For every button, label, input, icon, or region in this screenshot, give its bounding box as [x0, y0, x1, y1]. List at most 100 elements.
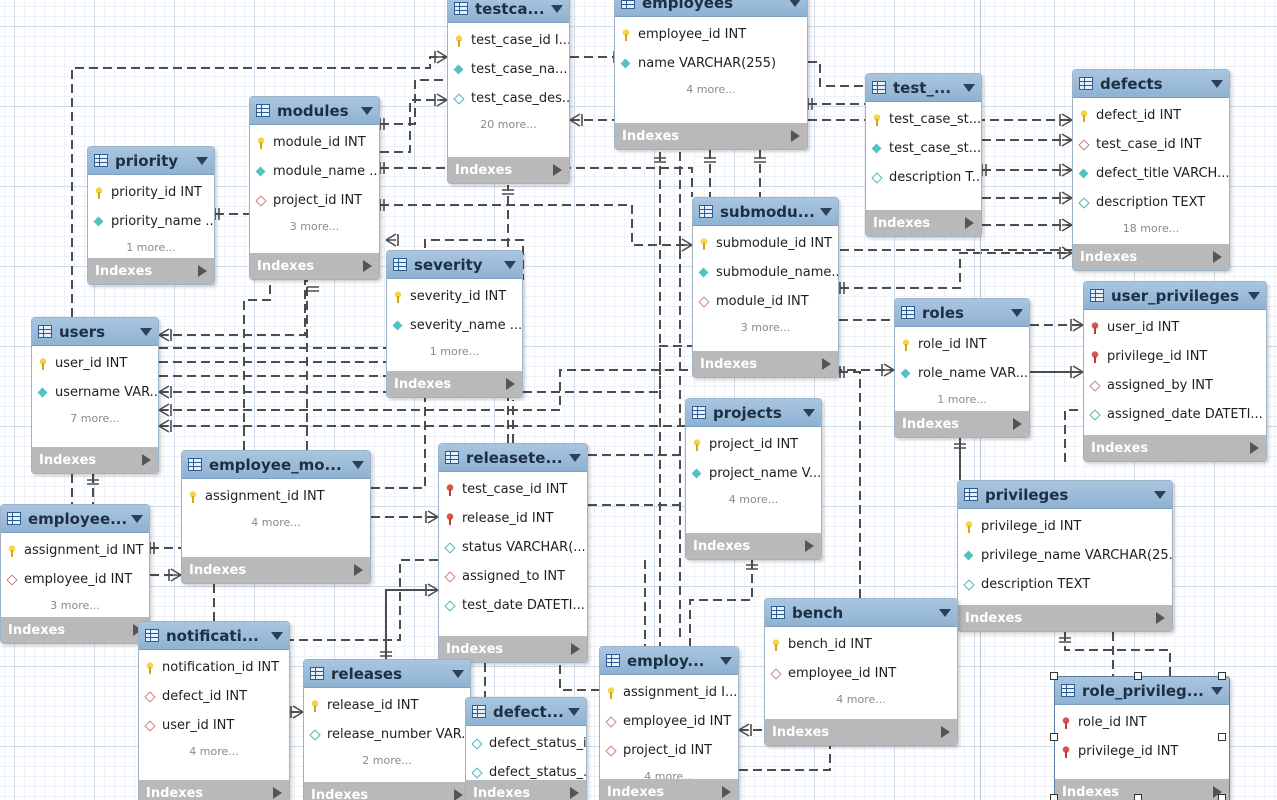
expand-indexes-icon[interactable]: [1213, 251, 1222, 263]
column-row[interactable]: description TEXT: [958, 570, 1172, 599]
column-row[interactable]: user_id INT: [32, 349, 158, 378]
indexes-section[interactable]: Indexes: [693, 351, 838, 377]
indexes-section[interactable]: Indexes: [387, 371, 522, 397]
collapse-caret-icon[interactable]: [963, 83, 975, 92]
collapse-caret-icon[interactable]: [131, 514, 143, 523]
expand-indexes-icon[interactable]: [198, 265, 207, 277]
column-row[interactable]: submodule_id INT: [693, 229, 838, 258]
expand-indexes-icon[interactable]: [570, 787, 579, 799]
table-header[interactable]: priority: [88, 147, 214, 175]
table-header[interactable]: test_...: [866, 74, 981, 102]
collapse-caret-icon[interactable]: [1248, 291, 1260, 300]
table-testcases[interactable]: testca...test_case_id I...test_case_na..…: [447, 0, 570, 184]
column-row[interactable]: employee_id INT: [615, 20, 807, 49]
table-header[interactable]: releases: [304, 660, 470, 688]
expand-indexes-icon[interactable]: [571, 643, 580, 655]
selection-handle[interactable]: [1218, 672, 1226, 680]
more-columns-link[interactable]: 2 more...: [362, 754, 412, 767]
table-header[interactable]: submodu...: [693, 198, 838, 226]
expand-indexes-icon[interactable]: [363, 260, 372, 272]
column-row[interactable]: status VARCHAR(...: [439, 533, 587, 562]
column-row[interactable]: assigned_by INT: [1084, 371, 1266, 400]
column-row[interactable]: test_case_id I...: [448, 26, 569, 55]
expand-indexes-icon[interactable]: [1250, 442, 1259, 454]
collapse-caret-icon[interactable]: [452, 669, 464, 678]
expand-indexes-icon[interactable]: [941, 726, 950, 738]
indexes-section[interactable]: Indexes: [182, 557, 370, 583]
more-columns-link[interactable]: 4 more...: [836, 693, 886, 706]
column-row[interactable]: employee_id INT: [1, 565, 149, 594]
column-row[interactable]: role_id INT: [1055, 708, 1229, 737]
column-row[interactable]: privilege_name VARCHAR(25...: [958, 541, 1172, 570]
table-header[interactable]: releasete...: [439, 444, 587, 472]
column-row[interactable]: bench_id INT: [765, 630, 957, 659]
column-row[interactable]: release_id INT: [439, 504, 587, 533]
expand-indexes-icon[interactable]: [273, 787, 282, 799]
column-row[interactable]: employee_id INT: [600, 707, 738, 736]
selection-handle[interactable]: [1134, 794, 1142, 800]
column-row[interactable]: defect_status_...: [466, 758, 586, 787]
collapse-caret-icon[interactable]: [361, 106, 373, 115]
expand-indexes-icon[interactable]: [354, 564, 363, 576]
collapse-caret-icon[interactable]: [1211, 686, 1223, 695]
expand-indexes-icon[interactable]: [506, 378, 515, 390]
expand-indexes-icon[interactable]: [791, 130, 800, 142]
more-columns-link[interactable]: 1 more...: [126, 241, 176, 254]
column-row[interactable]: privilege_id INT: [958, 512, 1172, 541]
column-row[interactable]: privilege_id INT: [1055, 737, 1229, 766]
indexes-section[interactable]: Indexes: [866, 210, 981, 236]
indexes-section[interactable]: Indexes: [686, 533, 821, 559]
table-header[interactable]: projects: [686, 399, 821, 427]
collapse-caret-icon[interactable]: [568, 707, 580, 716]
column-row[interactable]: release_number VAR...: [304, 720, 470, 749]
more-columns-link[interactable]: 1 more...: [429, 345, 480, 358]
indexes-section[interactable]: Indexes: [250, 253, 379, 279]
collapse-caret-icon[interactable]: [803, 408, 815, 417]
table-header[interactable]: defect...: [466, 698, 586, 726]
table-header[interactable]: employee...: [1, 505, 149, 533]
more-columns-link[interactable]: 4 more...: [728, 493, 779, 506]
column-row[interactable]: assignment_id INT: [182, 482, 370, 511]
indexes-section[interactable]: Indexes: [304, 782, 470, 800]
selection-handle[interactable]: [1218, 733, 1226, 741]
table-header[interactable]: employee_mo...: [182, 451, 370, 479]
indexes-section[interactable]: Indexes: [958, 605, 1172, 631]
collapse-caret-icon[interactable]: [352, 460, 364, 469]
selection-handle[interactable]: [1050, 672, 1058, 680]
column-row[interactable]: test_case_des...: [448, 84, 569, 113]
collapse-caret-icon[interactable]: [569, 453, 581, 462]
indexes-section[interactable]: Indexes: [1073, 244, 1229, 270]
column-row[interactable]: project_id INT: [686, 430, 821, 459]
indexes-section[interactable]: Indexes: [615, 123, 807, 149]
more-columns-link[interactable]: 3 more...: [289, 220, 340, 233]
expand-indexes-icon[interactable]: [722, 786, 731, 798]
column-row[interactable]: assignment_id I...: [600, 678, 738, 707]
collapse-caret-icon[interactable]: [789, 0, 801, 7]
collapse-caret-icon[interactable]: [196, 156, 208, 165]
selection-handle[interactable]: [1134, 672, 1142, 680]
column-row[interactable]: notification_id INT: [139, 653, 289, 682]
indexes-section[interactable]: Indexes: [1084, 435, 1266, 461]
expand-indexes-icon[interactable]: [1213, 786, 1222, 798]
column-row[interactable]: assigned_to INT: [439, 562, 587, 591]
column-row[interactable]: project_id INT: [600, 736, 738, 765]
indexes-section[interactable]: Indexes: [466, 780, 586, 800]
indexes-section[interactable]: Indexes: [88, 258, 214, 284]
column-row[interactable]: module_name ...: [250, 157, 379, 186]
table-header[interactable]: users: [32, 318, 158, 346]
table-header[interactable]: roles: [895, 299, 1029, 327]
column-row[interactable]: employee_id INT: [765, 659, 957, 688]
collapse-caret-icon[interactable]: [820, 207, 832, 216]
table-header[interactable]: privileges: [958, 481, 1172, 509]
column-row[interactable]: defect_title VARCH...: [1073, 159, 1229, 188]
